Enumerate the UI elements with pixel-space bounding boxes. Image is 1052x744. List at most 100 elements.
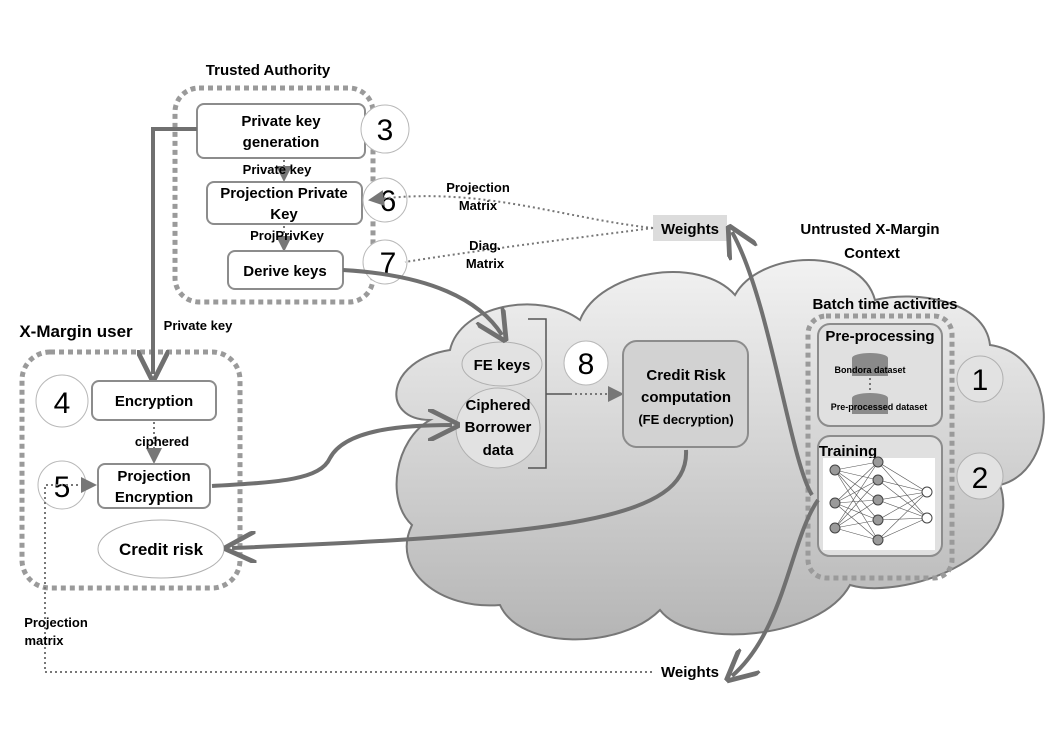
private-key-generation-line1: Private key	[241, 113, 321, 130]
encryption-label: Encryption	[115, 393, 193, 410]
ciphered-data-line2: Borrower	[465, 419, 532, 436]
projection-matrix-flow	[368, 190, 654, 229]
nn-edge	[877, 499, 928, 519]
weights-top-bg	[653, 215, 727, 241]
nn-edge	[877, 491, 928, 541]
projection-encryption-box	[97, 463, 211, 509]
projection-encryption-to-ciphered-data-flow	[211, 425, 452, 488]
preprocessed-db-icon-body	[852, 398, 888, 414]
step-7-number: 7	[380, 247, 397, 280]
projection-matrix-top-line2: Matrix	[459, 198, 498, 213]
nn-edge	[877, 517, 928, 541]
step-4-circle	[35, 374, 89, 428]
step-5-number: 5	[54, 471, 71, 504]
private-key-label-user: Private key	[164, 318, 233, 333]
step-4-number: 4	[54, 387, 71, 420]
step-2-circle	[956, 452, 1004, 500]
encryption-box	[91, 380, 217, 421]
projection-encryption-line2: Encryption	[115, 489, 193, 506]
bondora-dataset-label: Bondora dataset	[834, 365, 905, 375]
bondora-db-icon-body	[852, 358, 888, 376]
ciphered-data-line3: data	[483, 442, 515, 459]
nn-edge	[834, 461, 879, 529]
projection-private-key-line2: Key	[270, 206, 298, 223]
computation-line1: Credit Risk	[646, 367, 726, 384]
xmargin-user-group	[19, 349, 243, 591]
nn-edge	[877, 479, 928, 519]
training-to-weights-bottom-flow	[732, 498, 820, 676]
diag-matrix-flow	[404, 227, 654, 263]
nn-node	[872, 534, 884, 546]
step-8-circle	[563, 340, 609, 386]
nn-edge	[877, 517, 928, 521]
input-brace	[528, 318, 570, 469]
projection-private-key-line1: Projection Private	[220, 185, 348, 202]
xmargin-user-title: X-Margin user	[19, 322, 133, 341]
private-key-flow-line	[153, 127, 197, 374]
nn-node	[829, 522, 841, 534]
private-key-label-ta: Private key	[243, 162, 312, 177]
projprivkey-label: ProjPrivKey	[250, 228, 324, 243]
nn-node	[921, 486, 933, 498]
projection-encryption-line1: Projection	[117, 468, 190, 485]
computation-line3: (FE decryption)	[638, 412, 733, 427]
computation-line2: computation	[641, 389, 731, 406]
nn-edge	[834, 499, 879, 504]
step-1-circle	[956, 355, 1004, 403]
nn-edge	[834, 479, 879, 529]
diag-matrix-line2: Matrix	[466, 256, 505, 271]
nn-edge	[834, 469, 879, 541]
batch-activities-label: Batch time activities	[812, 296, 957, 313]
step-3-circle	[360, 104, 410, 154]
step-8-number: 8	[578, 348, 595, 381]
step-3-number: 3	[377, 114, 394, 147]
nn-edge	[834, 527, 879, 541]
nn-edge	[834, 502, 879, 541]
batch-activities-group	[805, 313, 955, 581]
fe-keys-label: FE keys	[474, 357, 531, 374]
nn-edge	[834, 479, 879, 504]
training-to-weights-top-flow	[732, 232, 814, 497]
nn-edge	[877, 491, 928, 501]
nn-edge	[877, 479, 928, 493]
neural-network-icon	[829, 456, 933, 546]
nn-node	[829, 497, 841, 509]
untrusted-title-line1: Untrusted X-Margin	[800, 221, 939, 238]
diag-matrix-line1: Diag.	[469, 238, 501, 253]
projection-matrix-bottom-line2: matrix	[24, 633, 64, 648]
preprocessed-dataset-label: Pre-processed dataset	[831, 402, 928, 412]
untrusted-title-line2: Context	[844, 245, 900, 262]
ciphered-data-line1: Ciphered	[465, 397, 530, 414]
credit-risk-label: Credit risk	[119, 540, 204, 559]
step-1-number: 1	[972, 364, 989, 397]
nn-edge	[834, 469, 879, 481]
computation-to-credit-risk-flow	[232, 449, 689, 548]
preprocessing-label: Pre-processing	[825, 328, 934, 345]
nn-edge	[834, 519, 879, 529]
trusted-authority-title: Trusted Authority	[206, 62, 331, 79]
projection-matrix-bottom-flow	[44, 477, 652, 673]
ciphered-label: ciphered	[135, 434, 189, 449]
derive-keys-to-fe-keys-flow	[342, 268, 502, 335]
nn-edge	[834, 461, 879, 504]
private-key-generation-line2: generation	[243, 134, 320, 151]
step-2-number: 2	[972, 462, 989, 495]
projection-matrix-top-line1: Projection	[446, 180, 510, 195]
nn-edge	[877, 491, 928, 521]
nn-edge	[834, 461, 879, 471]
step-6-number: 6	[380, 185, 397, 218]
nn-node	[872, 474, 884, 486]
nn-edge	[877, 461, 928, 493]
nn-node	[872, 494, 884, 506]
nn-node	[872, 514, 884, 526]
nn-node	[872, 456, 884, 468]
nn-node	[829, 464, 841, 476]
nn-edge	[834, 499, 879, 529]
weights-top-label: Weights	[661, 221, 719, 238]
weights-bottom-label: Weights	[661, 664, 719, 681]
projection-matrix-bottom-line1: Projection	[24, 615, 88, 630]
projection-private-key-box	[206, 181, 363, 225]
nn-edge	[877, 461, 928, 519]
credit-risk-computation-box	[622, 340, 749, 448]
